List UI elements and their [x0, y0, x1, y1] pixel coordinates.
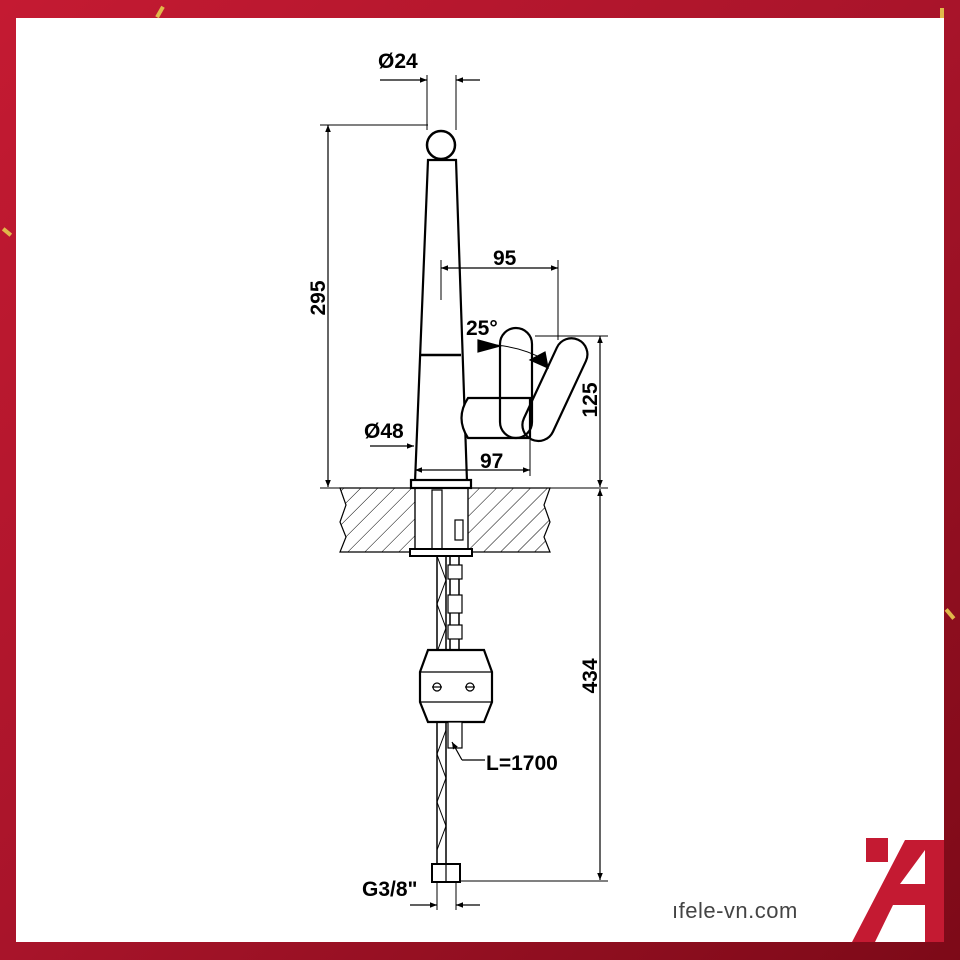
- dim-height: 295: [307, 280, 330, 315]
- dim-spout-diameter: Ø24: [378, 50, 418, 73]
- brand-logo: [852, 838, 944, 942]
- base-plate-lower: [409, 548, 473, 557]
- drawing-sheet: [16, 18, 944, 942]
- dim-hose-length: L=1700: [486, 752, 558, 775]
- dim-handle-height: 125: [579, 382, 602, 417]
- lever-rotated: [521, 337, 589, 443]
- lever: [498, 326, 534, 440]
- dim-base-diameter: Ø48: [364, 420, 404, 443]
- dim-handle-angle: 25°: [466, 317, 498, 340]
- faucet-body: [413, 158, 469, 484]
- base-plate: [409, 478, 473, 490]
- dim-reach: 95: [493, 247, 517, 270]
- dim-handle-reach: 97: [480, 450, 503, 473]
- spout-head: [425, 129, 457, 161]
- hose-weight: [418, 648, 494, 724]
- dim-connection: G3/8": [362, 878, 417, 901]
- confetti-decoration: [1, 5, 956, 620]
- handle-body: [460, 396, 532, 440]
- dim-hose-drop: 434: [579, 658, 602, 693]
- website-watermark: ıfele-vn.com: [672, 898, 798, 923]
